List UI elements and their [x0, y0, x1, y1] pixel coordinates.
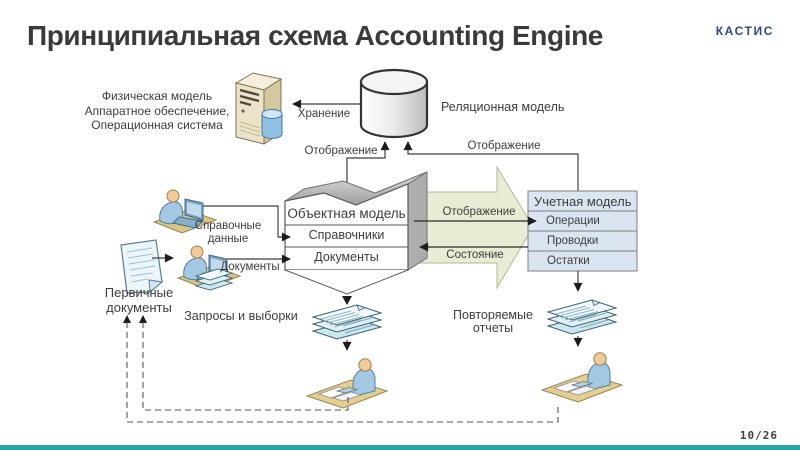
object-model-row-documents: Документы	[314, 250, 379, 264]
dashed-feedback-lines	[123, 315, 559, 423]
accounting-model-title: Учетная модель	[534, 194, 632, 209]
accent-bar	[0, 445, 800, 450]
database-icon	[359, 68, 429, 139]
mini-paper-stack-icon	[194, 268, 234, 291]
documents-label: Документы	[220, 261, 280, 273]
page-title: Принципиальная схема Accounting Engine	[27, 20, 603, 51]
queries-label: Запросы и выборки	[184, 309, 298, 323]
accounting-model-box	[527, 190, 638, 272]
server-icon	[234, 72, 283, 145]
object-model-row-reference: Справочники	[308, 228, 385, 242]
paper-stack-icon-1	[312, 304, 382, 340]
mapping-arrow-accounting-to-db	[403, 141, 579, 191]
user-desk-icon-2	[541, 352, 623, 403]
accounting-row-balances: Остатки	[547, 255, 590, 267]
accounting-row-postings: Проводки	[547, 235, 599, 247]
mapping-left-label: Отображение	[304, 145, 378, 157]
reference-data-connector	[198, 205, 291, 242]
mapping-arrow-object-to-db	[346, 141, 390, 184]
flow-arrow	[419, 165, 534, 290]
primary-documents-line1: Первичные	[104, 285, 174, 300]
document-page-icon	[120, 239, 164, 294]
reference-data-label: Справочные данные	[194, 220, 262, 245]
physical-model-line2: Аппаратное обеспечение,	[84, 103, 230, 118]
page-number: 10/26	[739, 429, 778, 442]
storage-label: Хранение	[297, 108, 351, 120]
state-label: Состояние	[446, 249, 504, 261]
accounting-row-operations: Операции	[546, 215, 600, 227]
user-desk-icon-1	[306, 358, 388, 409]
physical-model-line1: Физическая модель	[101, 89, 213, 103]
wedge-arrowhead	[342, 296, 352, 305]
primary-documents-label: Первичные документы	[98, 285, 180, 315]
primary-documents-line2: документы	[106, 300, 172, 315]
relational-model-label: Реляционная модель	[441, 100, 565, 114]
mapping-center-label: Отображение	[442, 206, 516, 218]
company-logo: КАСТИС	[715, 24, 774, 38]
physical-model-line3: Операционная система	[91, 118, 223, 132]
object-model-title: Объектная модель	[287, 206, 406, 221]
reports-label: Повторяемые отчеты	[453, 308, 533, 335]
physical-model-label: Физическая модель Аппаратное обеспечение…	[83, 89, 231, 133]
mapping-right-label: Отображение	[467, 140, 541, 152]
paper-stack-icon-2	[547, 299, 617, 335]
